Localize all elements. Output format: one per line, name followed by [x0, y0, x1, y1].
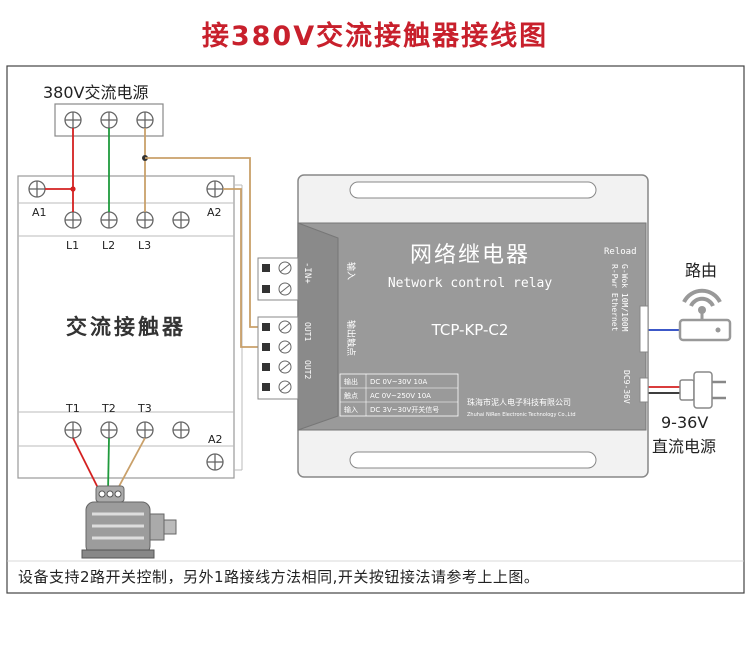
reload-label: Reload [604, 247, 637, 257]
input-pins-label: -IN+ [302, 262, 312, 284]
motor-icon [81, 485, 177, 559]
spec-row-1-value: DC 0V~30V 10A [370, 378, 427, 386]
terminal-t2 [100, 421, 118, 439]
contactor-a2-terminal [206, 180, 224, 198]
terminal-l1 [64, 211, 82, 229]
a1-label: A1 [32, 206, 47, 219]
terminal-t3 [136, 421, 154, 439]
power-spec: DC9-36V [622, 370, 631, 404]
out1-label: OUT1 [303, 322, 312, 341]
router-icon [678, 288, 732, 342]
diagram-border [6, 65, 745, 594]
l1-label: L1 [66, 239, 79, 252]
terminal-spare-bottom [172, 421, 190, 439]
footer-note: 设备支持2路开关控制，另外1路接线方法相同,开关按钮接法请参考上上图。 [18, 568, 540, 586]
network-relay: 网络继电器 Network control relay TCP-KP-C2 Re… [257, 174, 649, 478]
company-en: Zhuhai NiRen Electronic Technology Co.,L… [467, 412, 576, 418]
dc-power-label: 直流电源 [652, 437, 716, 456]
input-cn-label: 输入 [345, 262, 357, 280]
status-line-1: R-Pwr Ethernet [610, 264, 619, 332]
contactor-a1-terminal [28, 180, 46, 198]
spec-row-1-label: 输出 [344, 377, 358, 386]
contactor-name: 交流接触器 [66, 315, 186, 339]
output-terminal-block [257, 316, 299, 400]
dc-voltage: 9-36V [661, 413, 708, 432]
power-terminal-1 [64, 111, 82, 129]
t2-label: T2 [101, 402, 116, 415]
wire-tan-t3 [115, 437, 146, 493]
bottom-a2-label: A2 [208, 433, 223, 446]
spec-row-3-label: 输入 [344, 405, 358, 414]
t1-label: T1 [65, 402, 80, 415]
status-line-2: G-Wok 10M/100M [620, 264, 629, 332]
spec-table: 输出 DC 0V~30V 10A 触点 AC 0V~250V 10A 输入 DC… [339, 373, 459, 417]
relay-model: TCP-KP-C2 [431, 321, 509, 339]
wire-red-t1 [72, 437, 101, 493]
spec-row-2-value: AC 0V~250V 10A [370, 392, 431, 400]
contactor-bottom-a2-terminal [206, 453, 224, 471]
a2-label: A2 [207, 206, 222, 219]
terminal-l3 [136, 211, 154, 229]
terminal-l2 [100, 211, 118, 229]
power-terminal-2 [100, 111, 118, 129]
power-terminal-3 [136, 111, 154, 129]
ethernet-port [639, 305, 649, 353]
l3-label: L3 [138, 239, 151, 252]
output-cn-label: 输出触点 [345, 320, 357, 356]
relay-title-cn: 网络继电器 [410, 243, 530, 268]
router-label: 路由 [685, 261, 717, 280]
page-title: 接380V交流接触器接线图 [201, 21, 549, 52]
terminal-spare-top [172, 211, 190, 229]
t3-label: T3 [137, 402, 152, 415]
dc-port [639, 377, 649, 403]
company-cn: 珠海市泥人电子科技有限公司 [467, 397, 571, 407]
relay-title-en: Network control relay [388, 276, 553, 291]
power-source-label: 380V交流电源 [43, 83, 149, 102]
wire-green-t2 [107, 437, 110, 493]
input-terminal-block [257, 257, 299, 301]
terminal-t1 [64, 421, 82, 439]
l2-label: L2 [102, 239, 115, 252]
wire-tan-a2-to-out1 [223, 188, 268, 348]
spec-row-2-label: 触点 [344, 391, 358, 400]
dc-plug-icon [679, 371, 726, 409]
out2-label: OUT2 [303, 360, 312, 379]
contactor: A1 A2 L1 L2 L3 交流接触器 T1 T2 T3 A2 [17, 175, 243, 479]
spec-row-3-value: DC 3V~30V开关信号 [370, 405, 439, 414]
